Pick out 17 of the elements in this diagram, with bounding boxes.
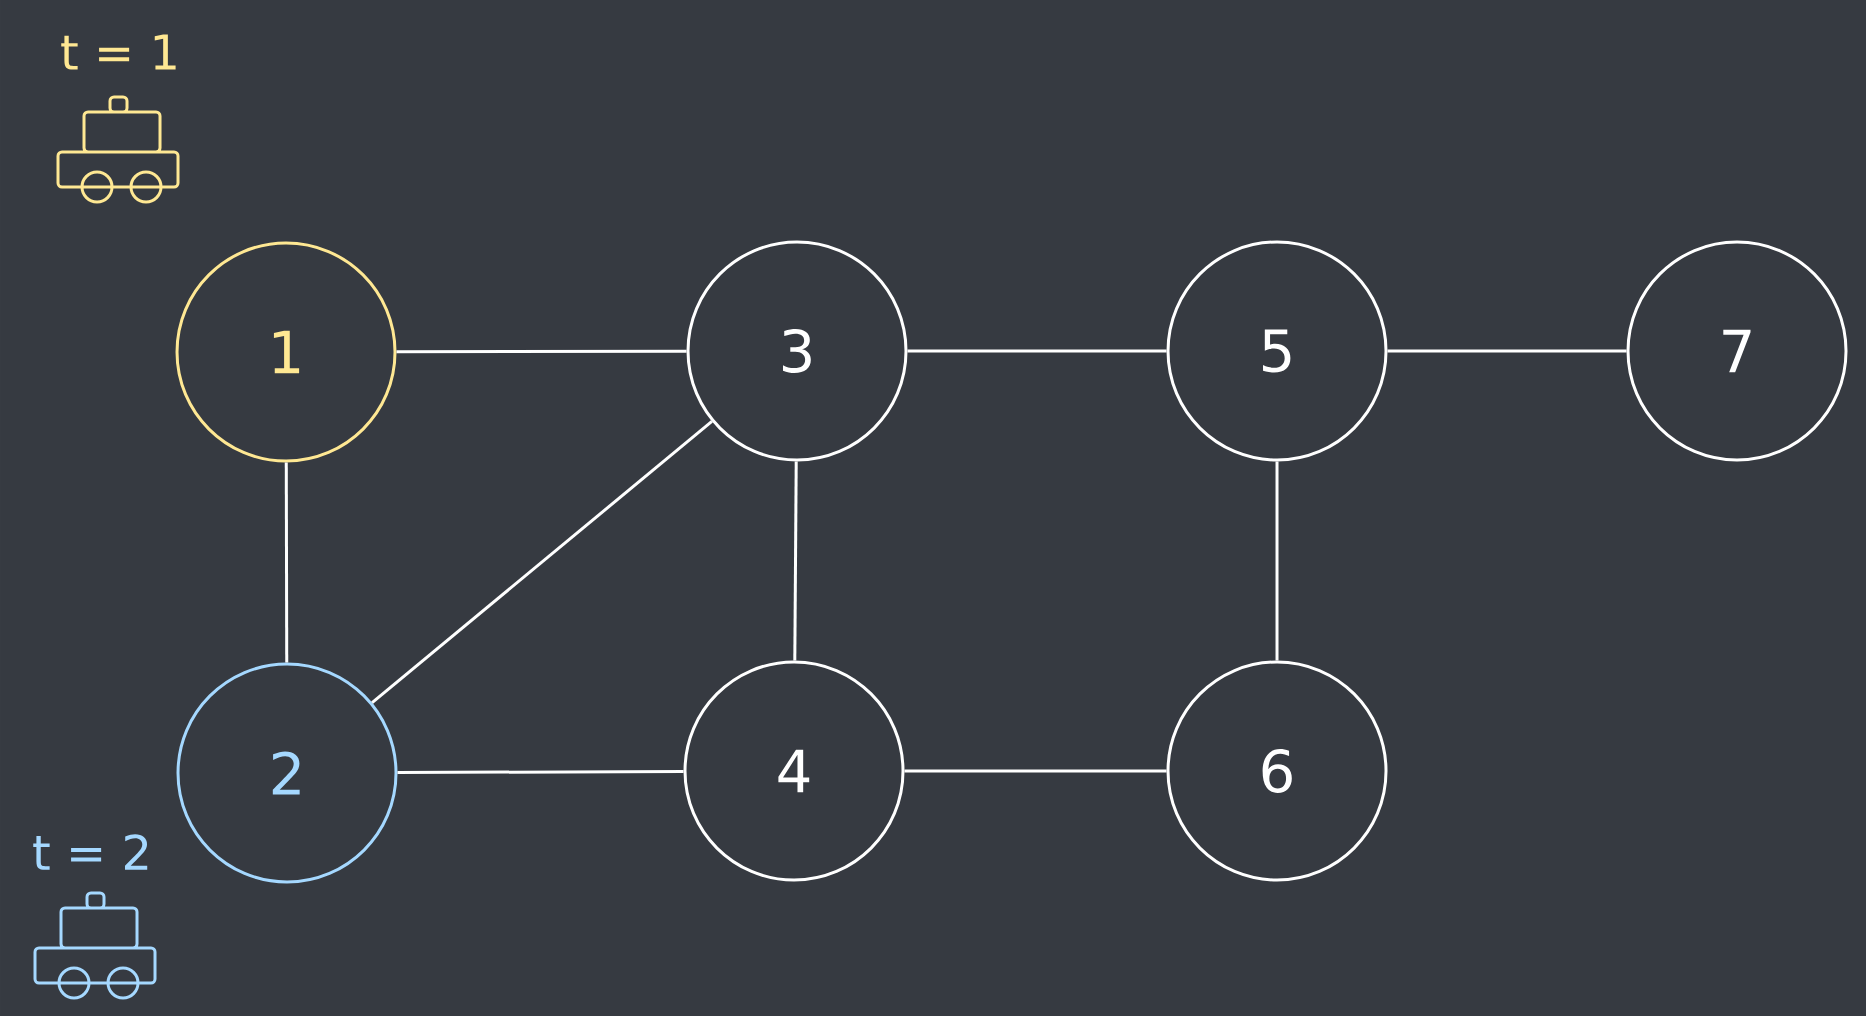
circle-node: 5: [1166, 240, 1388, 462]
circle-node: 6: [1166, 660, 1388, 882]
connector-line: [907, 349, 1167, 353]
circle-node: 1: [175, 241, 397, 463]
circle-node: 3: [686, 240, 908, 462]
connector-line: [904, 769, 1167, 773]
connector-line: [284, 462, 289, 663]
connector-line: [1275, 461, 1279, 661]
connector-line: [793, 461, 798, 661]
circle-node: 4: [683, 660, 905, 882]
circle-node: 2: [176, 662, 398, 884]
connector-line: [371, 420, 713, 704]
connector-line: [396, 349, 687, 354]
circle-node: 7: [1626, 240, 1848, 462]
connector-line: [1387, 349, 1627, 353]
time-label: t = 1: [61, 34, 176, 70]
connector-line: [397, 769, 684, 775]
